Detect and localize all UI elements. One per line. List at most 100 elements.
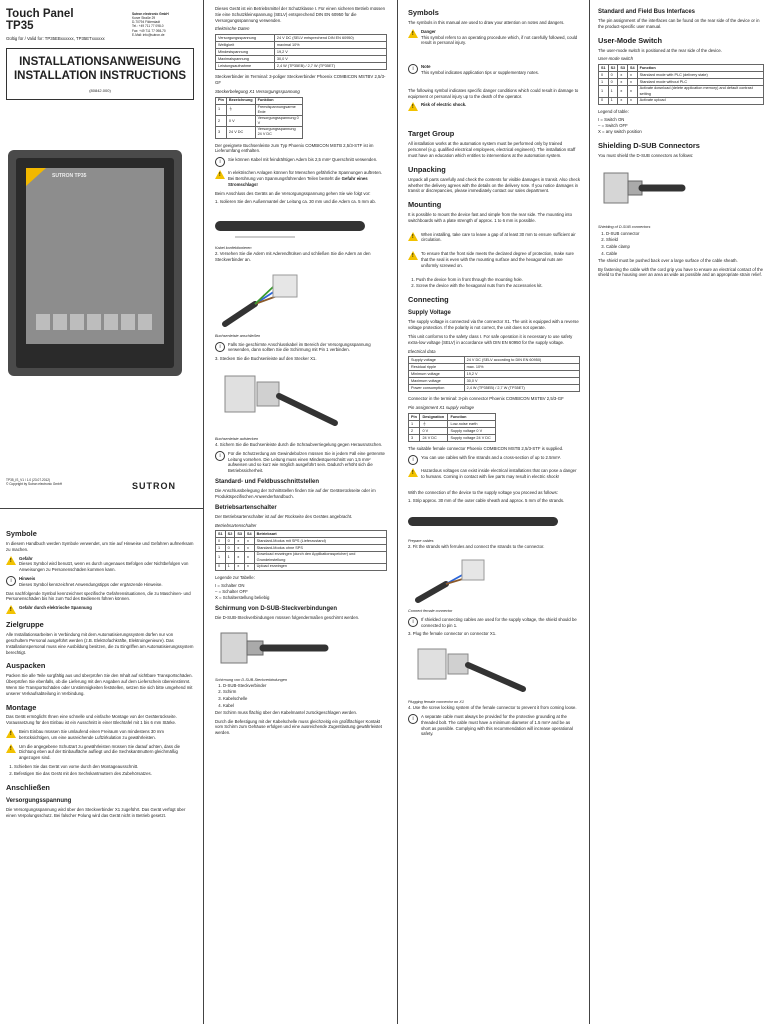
label: Risk of electric shock. [421, 102, 467, 108]
warning-block: Risk of electric shock. [408, 102, 580, 112]
table-caption: Elektrische Daten [215, 26, 250, 32]
list-item: D-SUB connector [606, 231, 764, 237]
paragraph: Der geeignete Buchsenleiste zum Typ Phoe… [215, 142, 374, 154]
paragraph: The following symbol indicates specific … [408, 87, 579, 99]
footer-line: TP35_IS_V1 / 1.0 (23.07.2012) [6, 478, 51, 482]
list-item: Cable clamp [606, 244, 764, 250]
heading-montage: Montage [6, 702, 37, 712]
label: Gefahr durch elektrische Spannung [19, 605, 92, 611]
list-item: Kabelschelle [223, 696, 387, 702]
table-header: S4 [626, 64, 638, 73]
table-cell: 3 [408, 434, 421, 443]
warning-icon [215, 170, 225, 180]
table-cell: 1 [598, 85, 609, 98]
device-key [36, 314, 50, 331]
paragraph: Die Versorgungsspannung wird über den St… [6, 806, 186, 818]
table-cell: x [243, 544, 255, 553]
sutron-logo: SUTRON [132, 481, 176, 491]
figure-caption: Shielding of D-SUB connectors [598, 225, 651, 230]
table-cell: 2,4 W (TP35EB) / 2,7 W (TP35ET) [463, 384, 580, 393]
table-cell: Versorgungsspannung 0 V [254, 115, 304, 128]
table-cell: x [626, 78, 638, 87]
device-brand: SUTRON TP35 [52, 173, 87, 179]
column-4: Standard and Field Bus Interfaces The pi… [598, 0, 764, 1024]
table-cell: Residual ripple [408, 363, 465, 372]
paragraph: This symbol indicates application tips o… [421, 69, 539, 75]
paragraph: Unpack all parts carefully and check the… [408, 176, 580, 194]
table-cell: x [626, 71, 638, 80]
table-cell: Standard-Modus ohne SPS [253, 544, 387, 553]
table-cell: x [243, 551, 255, 564]
address-line: Tel.: +49 711 77 098-0 [132, 24, 164, 29]
table-header: S1 [215, 530, 226, 539]
table-cell: 0 [224, 537, 236, 546]
column-2: Dieses Gerät ist ein Betriebsmittel der … [215, 0, 387, 1024]
paragraph: Connector in the terminal: 3-pin connect… [408, 396, 564, 402]
label: Gefahr [19, 555, 33, 561]
title-english: INSTALLATION INSTRUCTIONS [13, 70, 187, 83]
info-icon: i [215, 157, 225, 168]
table-header: S3 [234, 530, 245, 539]
logo-corner [26, 168, 46, 187]
german-section-1: Symbole In diesem Handbuch werden Symbol… [6, 513, 194, 818]
female-connector [447, 653, 469, 675]
table-cell: Power consumption [408, 384, 465, 393]
table-cell: 24 V DC (SELV entsprechend DIN EN 60950) [273, 34, 387, 43]
paragraph: Dieses Symbol wird benutzt, wenn es durc… [19, 561, 189, 573]
table-cell: 3 [215, 126, 227, 139]
table-cell: 24 V DC [419, 434, 449, 443]
table-cell: x [234, 551, 245, 564]
heading-versorgung: Versorgungsspannung [6, 797, 72, 804]
table-cell: x [626, 96, 638, 105]
table-cell: Supply voltage 0 V [447, 427, 496, 436]
paragraph: If shielded connecting cables are used f… [421, 616, 577, 628]
paragraph: Der Betriebsartenschalter ist auf der Rü… [215, 513, 353, 519]
table-cell: 19,2 V [463, 370, 580, 379]
paragraph: To ensure that the front side meets the … [421, 251, 574, 268]
table-caption: Steckerbelegung X1 Versorgungsspannung [215, 88, 300, 94]
warning-icon [408, 28, 418, 38]
address-line: Sutron electronic GmbH [132, 12, 169, 16]
table-cell: 1 [408, 420, 421, 429]
heading-mounting: Mounting [408, 200, 442, 210]
table-cell: 0 [607, 71, 619, 80]
connector-body [224, 375, 256, 413]
title-box: INSTALLATIONSANWEISUNG INSTALLATION INST… [6, 47, 194, 101]
paragraph: Die D-SUB-Steckverbindungen müssen folge… [215, 614, 360, 620]
warning-block: Um die angegebene Schutzart zu gewährlei… [6, 743, 194, 761]
device-key [87, 314, 101, 331]
label: Hinweis [19, 575, 36, 581]
address-line: Kurze Straße 29 [132, 16, 156, 21]
table-cell: Supply voltage [408, 356, 465, 365]
legend-item: I = Schalter ON [215, 583, 245, 589]
info-icon: i [6, 575, 16, 586]
heading-schirmung: Schirmung von D-SUB-Steckverbindungen [215, 605, 338, 612]
device-key [138, 314, 152, 331]
connector-figure [415, 559, 485, 603]
info-icon: i [215, 450, 225, 461]
dsub-figure [220, 632, 329, 664]
paragraph: By fastening the cable with the cord gri… [598, 266, 764, 278]
table-cell: 1 [215, 103, 227, 117]
table-header: Pin [408, 413, 421, 422]
table-cell: 30,0 V [463, 377, 580, 386]
item-list: D-SUB connector Shield Cable clamp Cable [598, 231, 764, 257]
info-icon: i [408, 713, 418, 724]
item-list: D-SUB-Steckverbinder Schirm Kabelschelle… [215, 683, 387, 709]
paragraph: Packen Sie alle Teile sorgfältig aus und… [6, 673, 193, 696]
table-row: 1⏚Fremdspannungsarme Erde [215, 103, 304, 117]
warning-icon [408, 231, 418, 241]
paragraph: Alle Installationsarbeiten in Verbindung… [6, 632, 194, 655]
warning-block: Beim Einbau müssen Sie umlaufend einen F… [6, 729, 194, 741]
table-cell: Upload erzwingen [253, 562, 387, 571]
list-item: Shield [606, 237, 764, 243]
